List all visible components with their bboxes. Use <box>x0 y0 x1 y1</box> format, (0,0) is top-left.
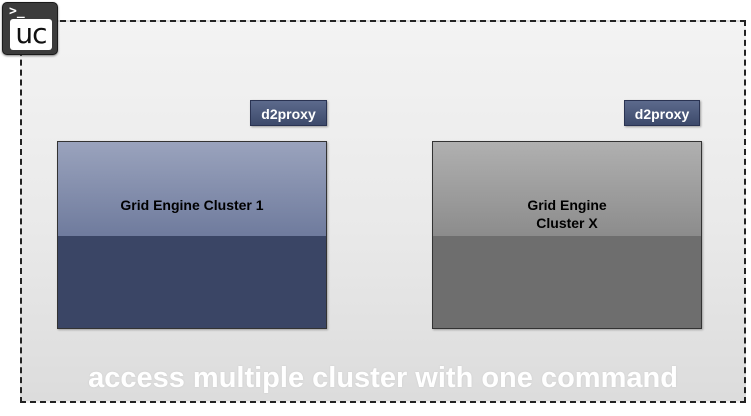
cluster-box-1: Grid Engine Cluster 1 <box>57 141 327 329</box>
cluster-label-x: Grid Engine Cluster X <box>527 197 607 231</box>
cluster-box-1-top <box>58 142 326 236</box>
cluster-box-x: Grid Engine Cluster X <box>432 141 702 329</box>
diagram-caption: access multiple cluster with one command <box>88 362 678 394</box>
terminal-prompt-glyph: >_ <box>9 4 25 19</box>
cluster-box-x-bottom <box>433 236 701 328</box>
logo-inner-box: uc <box>10 17 52 50</box>
cluster-box-x-top <box>433 142 701 236</box>
cluster-box-1-bottom <box>58 236 326 328</box>
logo-text: uc <box>15 17 47 50</box>
uc-logo-icon: >_ uc <box>2 2 58 55</box>
proxy-badge-1: d2proxy <box>250 100 327 126</box>
proxy-badge-x: d2proxy <box>624 100 700 126</box>
cluster-label-1: Grid Engine Cluster 1 <box>120 197 264 213</box>
